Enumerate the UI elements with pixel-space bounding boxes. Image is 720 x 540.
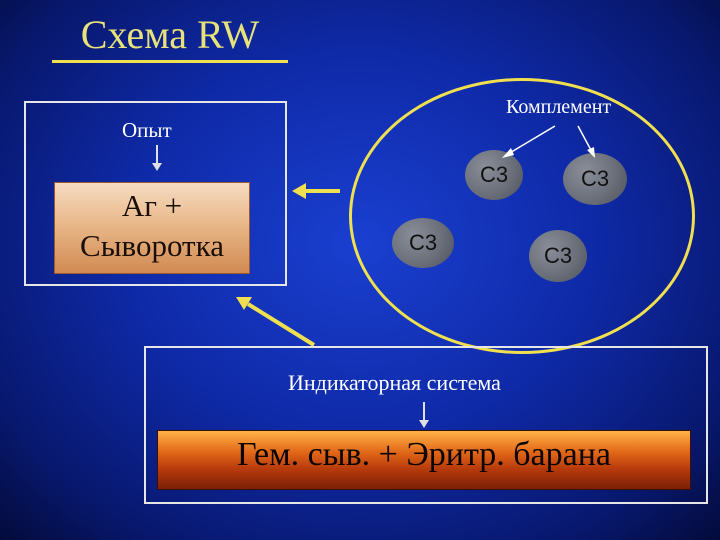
- complement-ellipse: [349, 78, 695, 354]
- indicator-to-experiment-arrow: [246, 302, 316, 347]
- c3-node: C3: [529, 230, 587, 282]
- c3-node: C3: [465, 150, 523, 200]
- experiment-arrow-shaft: [156, 145, 158, 165]
- indicator-box: [144, 346, 708, 504]
- experiment-arrow-head: [152, 163, 162, 171]
- title-underline: [52, 60, 288, 63]
- hemolytic-system-box: [157, 430, 691, 490]
- complement-to-experiment-arrow-head: [292, 183, 306, 199]
- antigen-serum-box: [54, 182, 250, 274]
- c3-node: C3: [563, 153, 627, 205]
- slide-title: Схема RW: [80, 12, 260, 57]
- experiment-box: [24, 101, 287, 286]
- hemolytic-system-text: Гем. сыв. + Эритр. барана: [236, 436, 612, 473]
- indicator-label: Индикаторная система: [288, 370, 501, 395]
- indicator-arrow-head: [419, 420, 429, 428]
- c3-node: C3: [392, 218, 454, 268]
- experiment-label: Опыт: [122, 118, 172, 142]
- serum-text: Сыворотка: [80, 228, 224, 263]
- indicator-arrow-shaft: [423, 402, 425, 422]
- antigen-text: Аг +: [121, 188, 183, 223]
- indicator-to-experiment-arrow-head: [236, 297, 252, 310]
- complement-label: Комплемент: [506, 96, 612, 118]
